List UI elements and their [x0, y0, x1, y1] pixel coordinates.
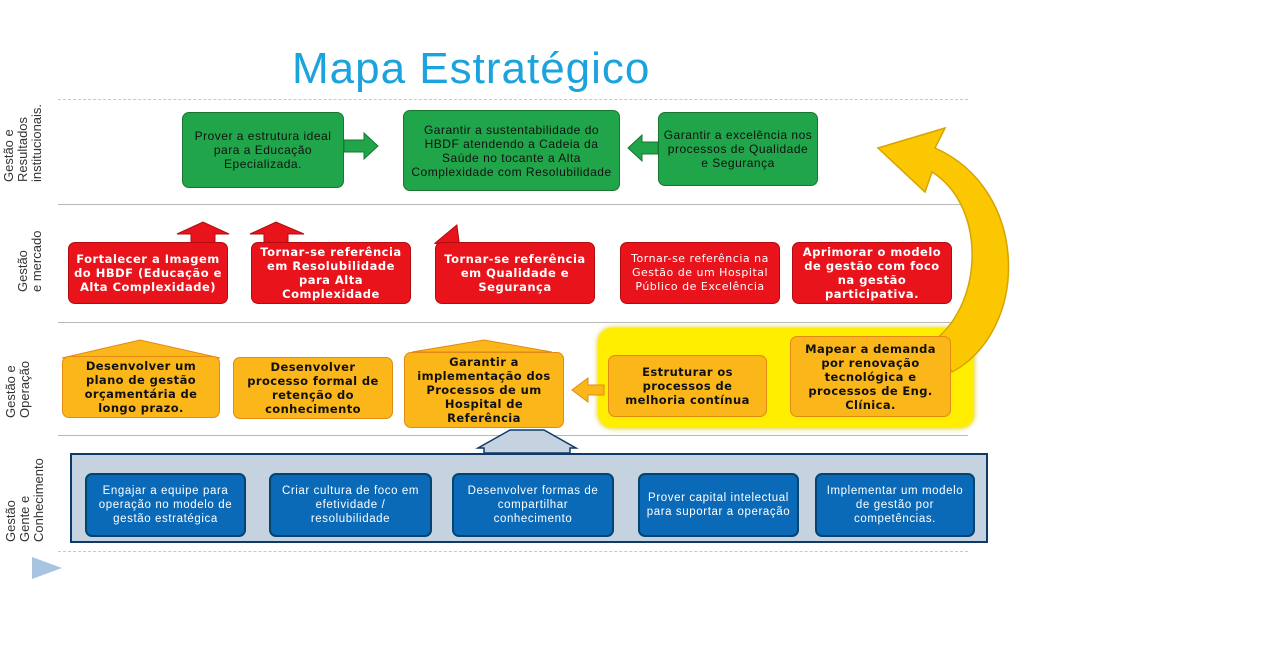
- row-label-mercado: Gestão e mercado: [15, 230, 44, 292]
- objective-mercado-5: Aprimorar o modelo de gestão com foco na…: [792, 242, 952, 304]
- objective-mercado-2: Tornar-se referência em Resolubilidade p…: [251, 242, 411, 304]
- play-triangle-icon: [32, 557, 62, 579]
- arrow-up-icon: [249, 221, 305, 245]
- objective-operacao-4: Estruturar os processos de melhoria cont…: [608, 355, 767, 417]
- objective-operacao-3: Garantir a implementação dos Processos d…: [404, 352, 564, 428]
- arrow-right-icon: [343, 131, 379, 161]
- objective-resultados-2: Garantir a sustentabilidade do HBDF aten…: [403, 110, 620, 191]
- arrow-up-icon: [411, 339, 553, 353]
- objective-mercado-3: Tornar-se referência em Qualidade e Segu…: [435, 242, 595, 304]
- objective-resultados-3: Garantir a excelência nos processos de Q…: [658, 112, 818, 186]
- row-label-conhecimento: Gestão Gente e Conhecimento: [3, 458, 46, 542]
- objective-conhecimento-3: Desenvolver formas de compartilhar conhe…: [452, 473, 614, 537]
- row-label-resultados: Gestão e Resultados institucionais.: [1, 103, 44, 182]
- divider: [58, 204, 968, 205]
- objective-conhecimento-2: Criar cultura de foco em efetividade / r…: [269, 473, 432, 537]
- arrow-up-icon: [176, 221, 230, 245]
- row-label-operacao: Gestão e Operação: [3, 360, 32, 418]
- divider: [58, 99, 968, 100]
- objective-operacao-2: Desenvolver processo formal de retenção …: [233, 357, 393, 419]
- objective-mercado-1: Fortalecer a Imagem do HBDF (Educação e …: [68, 242, 228, 304]
- arrow-left-icon: [627, 133, 659, 163]
- objective-operacao-1: Desenvolver um plano de gestão orçamentá…: [62, 356, 220, 418]
- arrow-up-icon: [475, 429, 579, 454]
- objective-conhecimento-4: Prover capital intelectual para suportar…: [638, 473, 799, 537]
- divider: [58, 551, 968, 552]
- objective-operacao-5: Mapear a demanda por renovação tecnológi…: [790, 336, 951, 417]
- divider: [58, 322, 968, 323]
- objective-mercado-4: Tornar-se referência na Gestão de um Hos…: [620, 242, 780, 304]
- page-title: Mapa Estratégico: [292, 44, 651, 93]
- objective-conhecimento-1: Engajar a equipe para operação no modelo…: [85, 473, 246, 537]
- objective-conhecimento-5: Implementar um modelo de gestão por comp…: [815, 473, 975, 537]
- divider: [58, 435, 968, 436]
- objective-resultados-1: Prover a estrutura ideal para a Educação…: [182, 112, 344, 188]
